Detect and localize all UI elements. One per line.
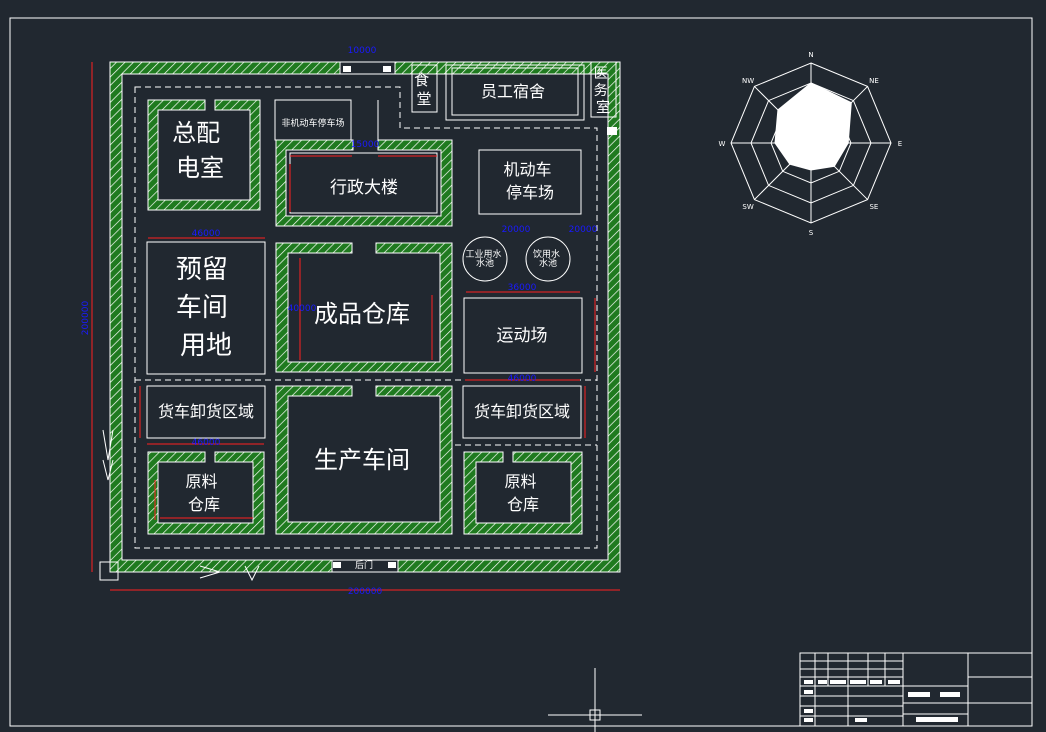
bike-parking-label: 非机动车停车场 [281, 117, 344, 129]
wind-rose-label-se: SE [869, 203, 878, 211]
wind-rose-label-s: S [809, 229, 814, 237]
dim-pool-right: 20000 [569, 225, 598, 235]
crosshair [548, 668, 642, 732]
unload-area-right [462, 385, 582, 439]
dim-unload-width: 46000 [508, 374, 537, 384]
reserved-label: 预留 车间 用地 [176, 255, 236, 361]
canteen-label: 食 堂 [414, 71, 434, 108]
sports-label: 运动场 [497, 326, 548, 346]
drinking-pool [525, 236, 571, 282]
drawing-frame [9, 17, 1033, 727]
unload-left-label: 货车卸货区域 [158, 402, 254, 421]
clinic [590, 61, 617, 118]
road-line [134, 86, 598, 549]
title-block [799, 652, 1033, 727]
wind-rose-label-sw: SW [742, 203, 753, 211]
finished-warehouse-label: 成品仓库 [314, 300, 410, 328]
flow-arrow-horizontal [199, 565, 260, 582]
front-gate [339, 61, 396, 75]
car-parking-label: 机动车 停车场 [503, 160, 556, 202]
canteen [411, 64, 438, 113]
dim-reserved-width: 46000 [192, 229, 221, 239]
admin-label: 行政大楼 [330, 178, 398, 198]
workshop-label: 生产车间 [314, 446, 410, 474]
industrial-pool-label: 工业用水 水池 [466, 248, 505, 269]
back-gate-label: 后门 [355, 559, 373, 571]
dim-gate-top: 10000 [348, 46, 377, 56]
dim-admin-top: 15000 [351, 140, 380, 150]
raw-right-label: 原料 仓库 [504, 472, 541, 514]
power-room-label: 总配 电室 [172, 119, 228, 182]
dormitory [451, 67, 579, 116]
title-block-fills [804, 680, 960, 722]
car-parking [478, 149, 582, 215]
dim-pool-left: 20000 [502, 225, 531, 235]
back-gate: 后门 [331, 559, 399, 573]
dim-total-width: 200000 [348, 587, 383, 597]
wind-rose-label-nw: NW [742, 77, 754, 85]
production-workshop: 生产车间 [275, 385, 453, 535]
wind-rose-label-ne: NE [869, 77, 879, 85]
side-gate [607, 127, 617, 135]
wind-rose-label-e: E [898, 140, 902, 148]
unload-area-left [146, 385, 266, 439]
drinking-pool-label: 饮用水 水池 [533, 248, 563, 269]
raw-warehouse-left: 原料 仓库 [147, 451, 265, 535]
power-room: 总配 电室 [147, 99, 261, 211]
raw-warehouse-right: 原料 仓库 [463, 451, 583, 535]
admin-building: 行政大楼 [275, 139, 453, 227]
wind-rose-label-w: W [719, 140, 726, 148]
dim-total-height: 200000 [81, 301, 91, 336]
wind-rose-frequency [774, 82, 852, 171]
dimension-lines [91, 62, 620, 591]
dim-unload-left-width: 46000 [192, 438, 221, 448]
sports-field [463, 297, 583, 374]
reserved-area [146, 241, 266, 375]
finished-warehouse: 成品仓库 [275, 242, 453, 373]
clinic-label: 医 务 室 [594, 66, 612, 116]
flow-arrow-vertical [102, 429, 114, 481]
dim-sports-width: 36000 [508, 283, 537, 293]
wind-rose-label-n: N [808, 51, 813, 59]
industrial-pool [462, 236, 508, 282]
unload-right-label: 货车卸货区域 [474, 402, 570, 421]
dormitory-outer [445, 64, 585, 121]
dormitory-label: 员工宿舍 [481, 82, 545, 101]
corner-mark [99, 561, 119, 581]
dim-warehouse-height: 40000 [288, 304, 317, 314]
raw-left-label: 原料 仓库 [185, 472, 222, 514]
wind-rose: N NE E SE S SW W NW [719, 51, 903, 237]
